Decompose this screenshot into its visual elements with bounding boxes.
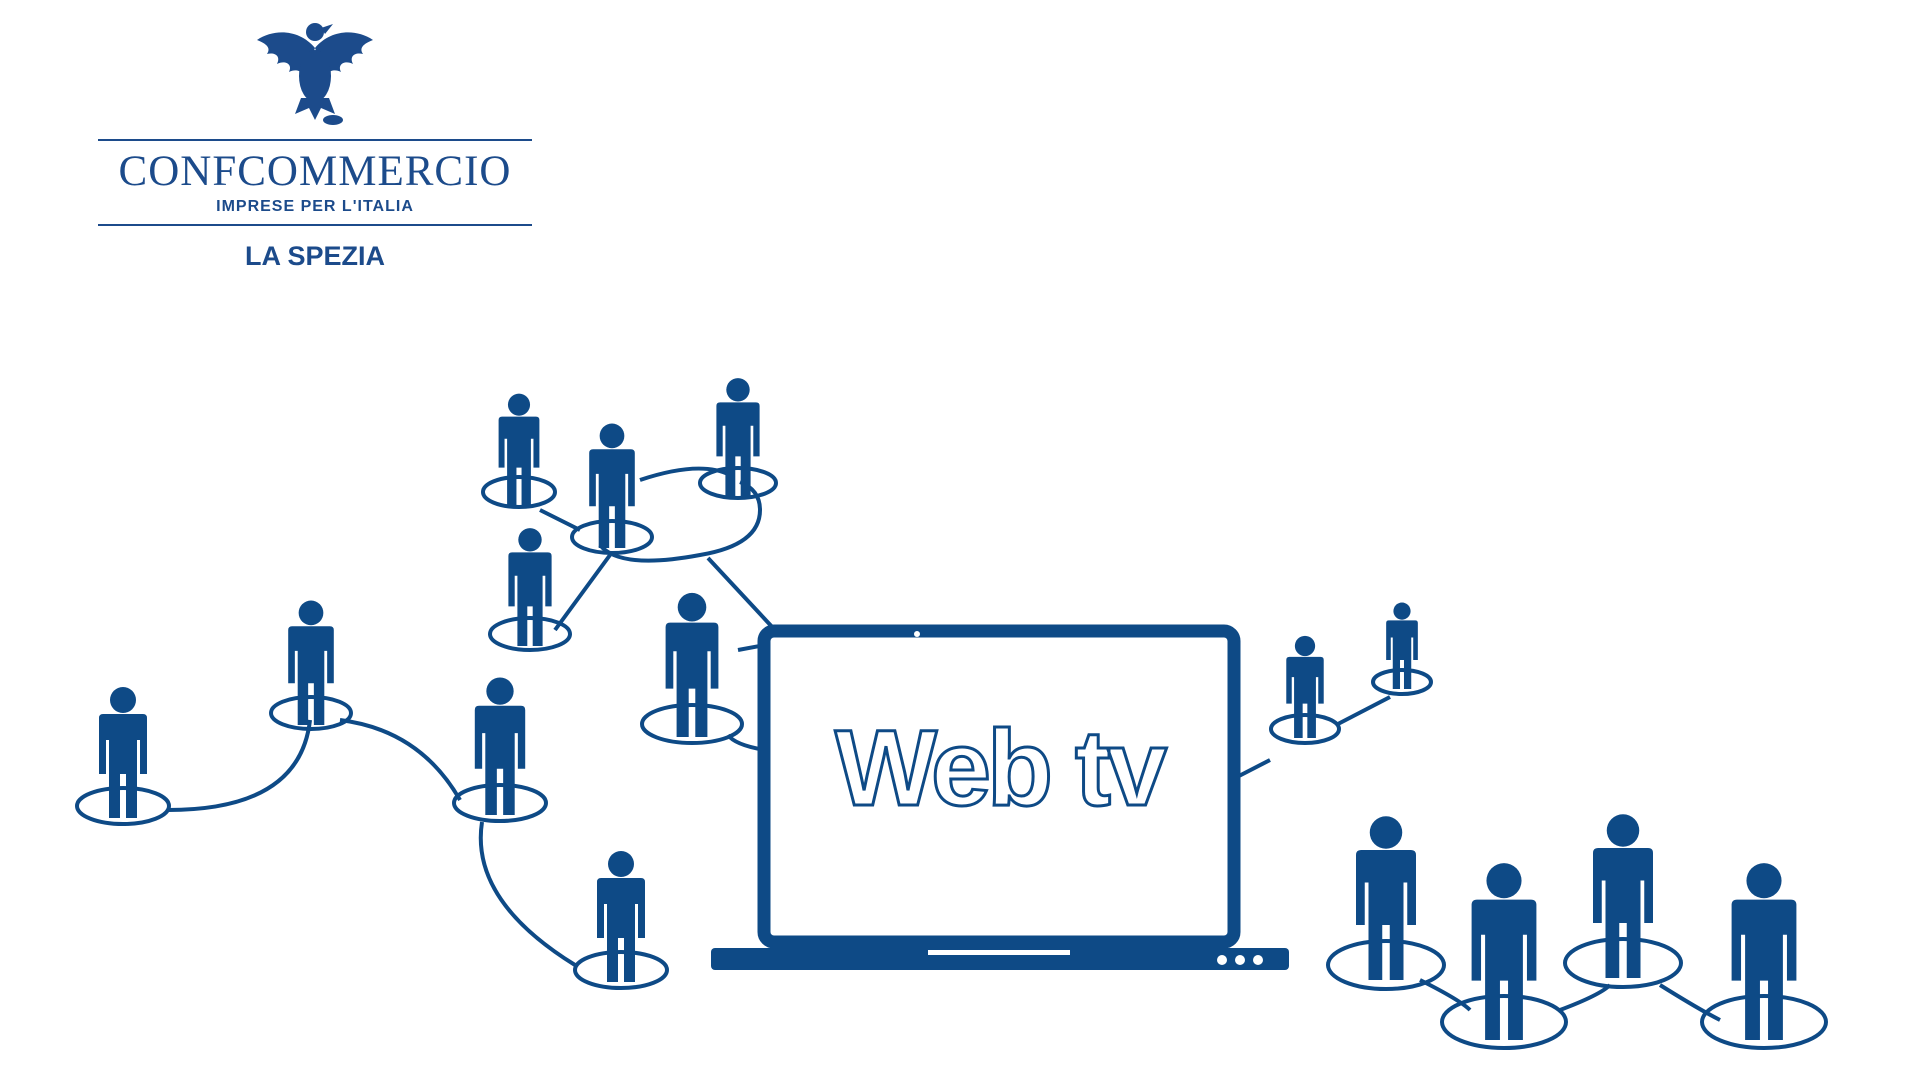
people xyxy=(75,378,1828,1050)
person-icon xyxy=(1593,814,1653,978)
person-icon xyxy=(508,528,552,646)
person-icon xyxy=(716,378,760,496)
person-icon xyxy=(474,677,526,815)
logo-city: LA SPEZIA xyxy=(244,241,385,271)
laptop-icon xyxy=(711,624,1289,970)
person-icon xyxy=(498,393,540,505)
person-icon xyxy=(1471,863,1537,1040)
person-icon xyxy=(288,600,334,725)
person-icon xyxy=(1286,635,1324,738)
confcommercio-logo: CONFCOMMERCIO IMPRESE PER L'ITALIA LA SP… xyxy=(95,8,535,271)
eagle-emblem-icon xyxy=(257,23,373,125)
person-icon xyxy=(1386,602,1418,689)
person-icon xyxy=(665,592,719,737)
logo-brand-name: CONFCOMMERCIO xyxy=(118,148,512,195)
logo-rule-bottom xyxy=(98,224,532,226)
screen-label: Web tv xyxy=(835,707,1167,828)
person-icon xyxy=(597,851,645,982)
person-icon xyxy=(99,687,147,818)
person-icon xyxy=(589,423,635,548)
person-icon xyxy=(1731,863,1797,1040)
logo-rule-top xyxy=(98,139,532,141)
logo-tagline: IMPRESE PER L'ITALIA xyxy=(216,198,414,215)
person-icon xyxy=(1356,816,1416,980)
